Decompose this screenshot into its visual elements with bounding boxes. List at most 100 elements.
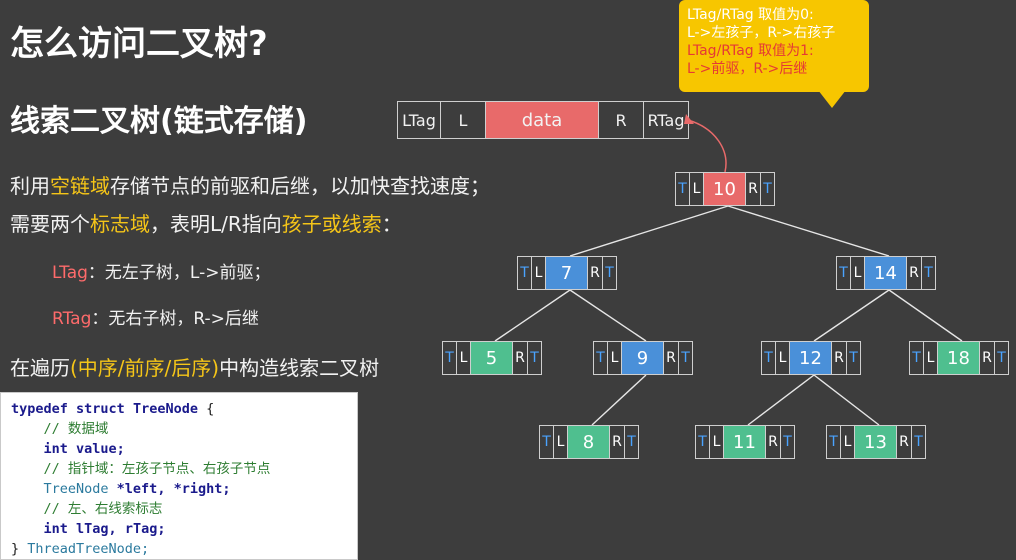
code-line-5: TreeNode *left, *right; — [11, 479, 347, 499]
node-ltag: T — [762, 342, 776, 374]
node-right-pointer: R — [832, 342, 847, 374]
node-left-pointer: L — [841, 426, 855, 458]
node-left-pointer: L — [776, 342, 790, 374]
node-value: 12 — [790, 342, 832, 374]
description-line-1: 利用空链域存储节点的前驱和后继，以加快查找速度； — [10, 170, 490, 199]
node-left-pointer: L — [710, 426, 724, 458]
code-comment: // 指针域：左孩子节点、右孩子节点 — [43, 461, 271, 477]
node-rtag: T — [605, 265, 614, 281]
rtag-arrow — [687, 119, 727, 173]
callout-line-3: LTag/RTag 取值为1: — [687, 43, 814, 59]
code-line-8: } ThreadTreeNode; — [11, 539, 347, 559]
node-value: 7 — [546, 257, 588, 289]
callout-line-4: L->前驱，R->后继 — [687, 61, 808, 77]
node-ltag: T — [837, 257, 851, 289]
node-value: 5 — [471, 342, 513, 374]
line2-post: ： — [381, 212, 402, 236]
code-type: ThreadTreeNode; — [27, 541, 150, 557]
ltag-label: LTag — [52, 263, 88, 283]
node-rtag: T — [924, 265, 933, 281]
node-right-pointer: R — [766, 426, 781, 458]
node-rtag: T — [627, 434, 636, 450]
node-ltag: T — [443, 342, 457, 374]
header-data: data — [486, 102, 599, 138]
ltag-text: ：无左子树，L->前驱； — [87, 263, 271, 283]
node-left-pointer: L — [924, 342, 938, 374]
code-line-6: // 左、右线索标志 — [11, 499, 347, 519]
ltag-description: LTag：无左子树，L->前驱； — [52, 258, 270, 283]
node-left-pointer: L — [608, 342, 622, 374]
description-line-3: 在遍历(中序/前序/后序)中构造线索二叉树 — [10, 352, 379, 381]
node-right-pointer: R — [588, 257, 603, 289]
node-right-pointer: R — [513, 342, 528, 374]
code-line-1: typedef struct TreeNode { — [11, 399, 347, 419]
code-comment: // 左、右线索标志 — [43, 501, 163, 517]
header-l: L — [441, 102, 486, 138]
node-structure-header: LTag L data R RTag — [397, 101, 689, 139]
node-value: 9 — [622, 342, 664, 374]
node-right-pointer: R — [746, 173, 761, 205]
node-rtag: T — [997, 350, 1006, 366]
node-ltag: T — [696, 426, 710, 458]
node-left-pointer: L — [554, 426, 568, 458]
page-title: 怎么访问二叉树? — [10, 24, 268, 64]
tree-edge — [569, 205, 729, 257]
header-ltag: LTag — [398, 102, 441, 138]
callout-line-2: L->左孩子，R->右孩子 — [687, 25, 836, 41]
node-right-pointer: R — [980, 342, 995, 374]
node-left-pointer: L — [457, 342, 471, 374]
rtag-label: RTag — [52, 309, 92, 329]
node-rtag: T — [763, 181, 772, 197]
line1-post: 存储节点的前驱和后继，以加快查找速度； — [110, 174, 490, 198]
node-left-pointer: L — [690, 173, 704, 205]
rtag-text: ：无右子树，R->后继 — [91, 309, 259, 329]
line2-pre: 需要两个 — [10, 212, 90, 236]
node-value: 13 — [855, 426, 897, 458]
line3-pre: 在遍历 — [10, 356, 70, 380]
node-rtag: T — [530, 350, 539, 366]
tree-edge — [813, 374, 880, 426]
code-brace: } — [11, 541, 28, 557]
node-rtag: T — [783, 434, 792, 450]
line2-highlight-1: 标志域 — [90, 212, 150, 236]
node-right-pointer: R — [897, 426, 912, 458]
tree-edge — [813, 289, 890, 342]
header-r: R — [599, 102, 644, 138]
code-keyword: int — [43, 521, 68, 537]
code-line-3: int value; — [11, 439, 347, 459]
line1-pre: 利用 — [10, 174, 50, 198]
node-left-pointer: L — [532, 257, 546, 289]
node-right-pointer: R — [610, 426, 625, 458]
header-rtag: RTag — [644, 102, 688, 138]
code-comment: // 数据域 — [43, 421, 109, 437]
code-type: TreeNode — [43, 481, 109, 497]
tree-edge — [727, 205, 890, 257]
node-value: 11 — [724, 426, 766, 458]
rtag-arrow-head — [684, 114, 694, 124]
section-subtitle: 线索二叉树(链式存储) — [10, 104, 308, 139]
node-value: 14 — [865, 257, 907, 289]
node-rtag: T — [681, 350, 690, 366]
node-ltag: T — [540, 426, 554, 458]
tree-edge — [494, 289, 571, 342]
rtag-description: RTag：无右子树，R->后继 — [52, 304, 259, 329]
code-identifier: value; — [76, 441, 125, 457]
code-keyword: int — [43, 441, 68, 457]
code-line-2: // 数据域 — [11, 419, 347, 439]
node-value: 18 — [938, 342, 980, 374]
tree-edge — [888, 289, 963, 342]
code-identifier: lTag, rTag; — [76, 521, 166, 537]
node-ltag: T — [594, 342, 608, 374]
tree-edge — [591, 374, 647, 426]
callout-line-1: LTag/RTag 取值为0: — [687, 7, 814, 23]
node-ltag: T — [518, 257, 532, 289]
code-line-7: int lTag, rTag; — [11, 519, 347, 539]
